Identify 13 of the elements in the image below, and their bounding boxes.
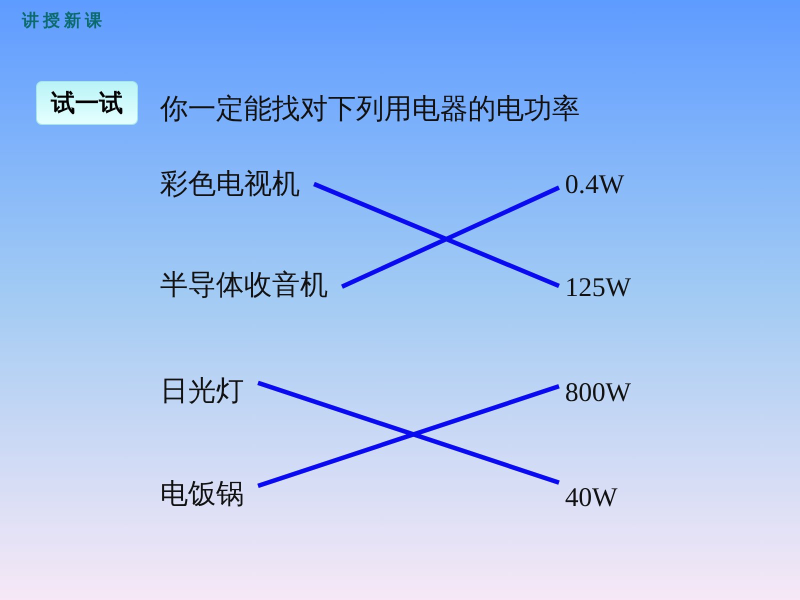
appliance-name: 电饭锅	[160, 477, 244, 511]
power-value: 800W	[565, 377, 631, 408]
activity-badge: 试一试	[36, 81, 138, 125]
power-value: 0.4W	[565, 169, 624, 200]
appliance-name: 半导体收音机	[160, 268, 328, 302]
appliance-name: 彩色电视机	[160, 167, 300, 201]
power-value: 125W	[565, 272, 631, 304]
title-text: 你一定能找对下列用电器的电功率	[160, 92, 580, 126]
appliance-name: 日光灯	[160, 374, 244, 408]
connector-line	[341, 186, 560, 289]
section-heading: 讲授新课	[22, 10, 106, 32]
power-value: 40W	[565, 482, 618, 514]
connector-line	[313, 182, 560, 288]
